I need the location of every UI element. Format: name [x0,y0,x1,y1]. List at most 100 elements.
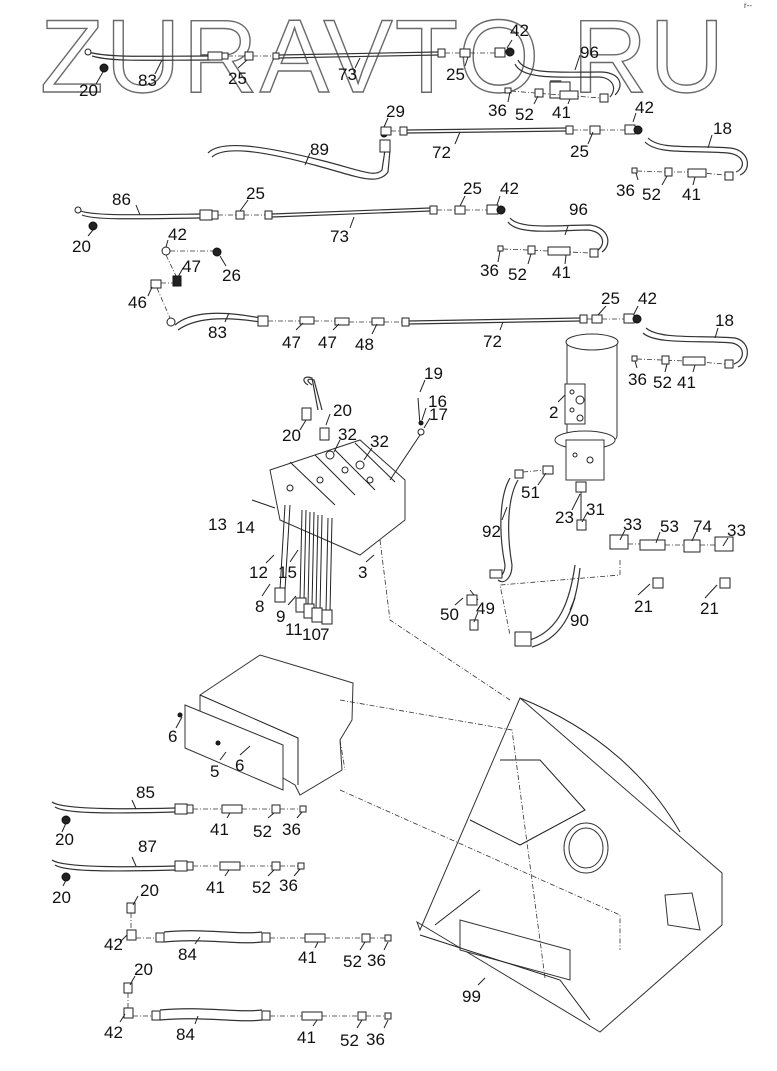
callout-83: 83 [138,71,157,90]
callout-73: 73 [330,227,349,246]
callout-20: 20 [55,830,74,849]
callout-92: 92 [482,522,501,541]
callout-36: 36 [367,951,386,970]
callout-36: 36 [279,876,298,895]
callout-41: 41 [682,185,701,204]
callout-10: 10 [302,625,321,644]
callout-42: 42 [168,225,187,244]
callout-50: 50 [440,605,459,624]
callout-73: 73 [338,65,357,84]
callout-20: 20 [140,881,159,900]
callout-9: 9 [276,607,285,626]
callout-20: 20 [282,426,301,445]
frame-99 [339,697,723,1033]
callout-41: 41 [552,263,571,282]
callout-20: 20 [79,81,98,100]
callout-42: 42 [510,21,529,40]
callout-19: 19 [424,364,443,383]
callout-6: 6 [168,727,177,746]
callout-21: 21 [700,599,719,618]
callout-89: 89 [310,140,329,159]
callout-18: 18 [713,119,732,138]
callout-3: 3 [358,563,367,582]
callout-52: 52 [642,185,661,204]
callout-8: 8 [255,597,264,616]
callout-42: 42 [104,1023,123,1042]
callout-32: 32 [370,432,389,451]
callout-51: 51 [521,483,540,502]
callout-25: 25 [228,69,247,88]
callout-83: 83 [208,323,227,342]
callout-74: 74 [693,517,712,536]
callout-25: 25 [446,65,465,84]
callout-41: 41 [297,1028,316,1047]
callout-33: 33 [623,515,642,534]
callout-20: 20 [134,960,153,979]
callout-36: 36 [616,181,635,200]
corner-mark: r-- [744,1,752,10]
callout-36: 36 [488,101,507,120]
callout-26: 26 [222,266,241,285]
control-valve-3 [251,376,511,701]
callout-18: 18 [715,311,734,330]
callout-85: 85 [136,783,155,802]
callout-41: 41 [298,948,317,967]
lower-hoses-92-90 [466,465,734,648]
bottom-hose-assemblies [51,801,392,1022]
watermark: ZURAVTO.RU [40,0,726,115]
callout-52: 52 [653,373,672,392]
callout-48: 48 [355,335,374,354]
callout-labels: 20 83 25 73 25 42 96 36 52 41 29 42 18 8… [52,21,746,1050]
callout-17: 17 [429,405,448,424]
callout-52: 52 [343,952,362,971]
callout-25: 25 [570,142,589,161]
callout-25: 25 [463,179,482,198]
swivel-joint-2 [554,333,619,531]
callout-31: 31 [586,500,605,519]
callout-52: 52 [515,105,534,124]
callout-16: 16 [428,392,447,411]
callout-12: 12 [249,563,268,582]
callout-99: 99 [462,987,481,1006]
callout-52: 52 [252,878,271,897]
callout-41: 41 [206,878,225,897]
callout-84: 84 [178,945,197,964]
callout-36: 36 [366,1030,385,1049]
hose-fitting [207,51,223,61]
callout-20: 20 [52,888,71,907]
callout-52: 52 [340,1031,359,1050]
callout-47: 47 [318,333,337,352]
callout-32: 32 [338,425,357,444]
callout-20: 20 [72,237,91,256]
callout-11: 11 [285,620,303,639]
callout-6: 6 [235,756,244,775]
callout-25: 25 [246,184,265,203]
callout-41: 41 [552,103,571,122]
hose-assembly-row-3 [74,204,609,258]
hose-83 [87,51,211,57]
callout-96: 96 [580,43,599,62]
callout-20: 20 [333,401,352,420]
hose-assembly-row-1 [84,47,621,103]
callout-5: 5 [210,762,219,781]
callout-2: 2 [549,403,558,422]
callout-21: 21 [634,597,653,616]
callout-7: 7 [320,625,329,644]
callout-25: 25 [601,289,620,308]
callout-86: 86 [112,190,131,209]
callout-47: 47 [182,257,201,276]
callout-52: 52 [253,822,272,841]
callout-49: 49 [476,599,495,618]
callout-87: 87 [138,837,157,856]
callout-15: 15 [278,563,297,582]
callout-23: 23 [555,508,574,527]
callout-42: 42 [500,179,519,198]
callout-96: 96 [569,200,588,219]
cover-plate-5 [177,654,354,796]
callout-53: 53 [660,517,679,536]
callout-33: 33 [727,521,746,540]
callout-36: 36 [480,261,499,280]
callout-13: 13 [208,515,227,534]
callout-46: 46 [128,293,147,312]
